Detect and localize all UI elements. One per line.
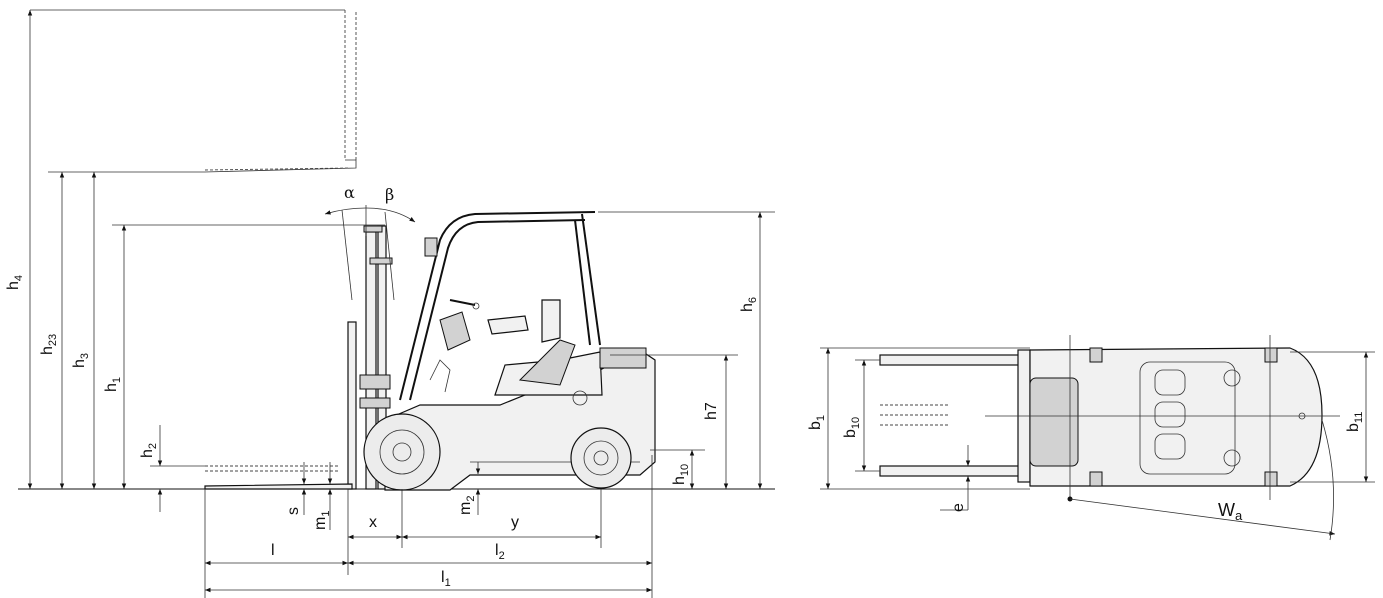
forks <box>204 465 353 490</box>
overhead-guard <box>399 211 601 401</box>
label-e: e <box>950 503 967 512</box>
top-view <box>820 335 1375 541</box>
label-alpha: α <box>344 183 355 202</box>
side-view <box>18 9 775 598</box>
label-s: s <box>285 507 302 515</box>
label-b11: b11 <box>1345 412 1365 432</box>
label-h6: h6 <box>739 297 759 312</box>
label-h7: h7 <box>703 402 720 420</box>
label-m2: m2 <box>457 496 477 515</box>
label-l1: l1 <box>441 569 451 589</box>
label-b1: b1 <box>807 415 827 430</box>
label-h2: h2 <box>139 443 159 458</box>
fork-top-2 <box>879 465 1021 477</box>
rear-wheel <box>570 427 632 489</box>
truck-body <box>384 299 656 491</box>
label-l2: l2 <box>495 542 505 562</box>
front-wheel <box>363 413 441 491</box>
label-y: y <box>511 514 519 531</box>
controls <box>429 311 471 393</box>
height-dimensions <box>27 10 775 512</box>
truck-top-outline <box>1029 347 1323 487</box>
label-b10: b10 <box>842 417 862 438</box>
label-h1: h1 <box>103 377 123 392</box>
label-h10: h10 <box>671 464 691 485</box>
label-beta: β <box>385 185 394 204</box>
fork-top-1 <box>879 354 1021 366</box>
label-h3: h3 <box>71 353 91 368</box>
label-x: x <box>369 514 377 531</box>
label-h4: h4 <box>5 275 25 290</box>
top-view-dimensions <box>820 347 1375 541</box>
label-h23: h23 <box>39 334 59 355</box>
label-l: l <box>271 542 275 559</box>
raised-load <box>30 9 357 173</box>
clearance-dimensions <box>301 462 481 530</box>
label-wa: Wa <box>1218 500 1243 523</box>
length-dimensions <box>204 455 653 598</box>
dimension-labels: h4 h23 h3 h1 h2 h6 h7 h10 s m1 m2 x y l … <box>5 183 1365 589</box>
label-m1: m1 <box>312 511 332 530</box>
